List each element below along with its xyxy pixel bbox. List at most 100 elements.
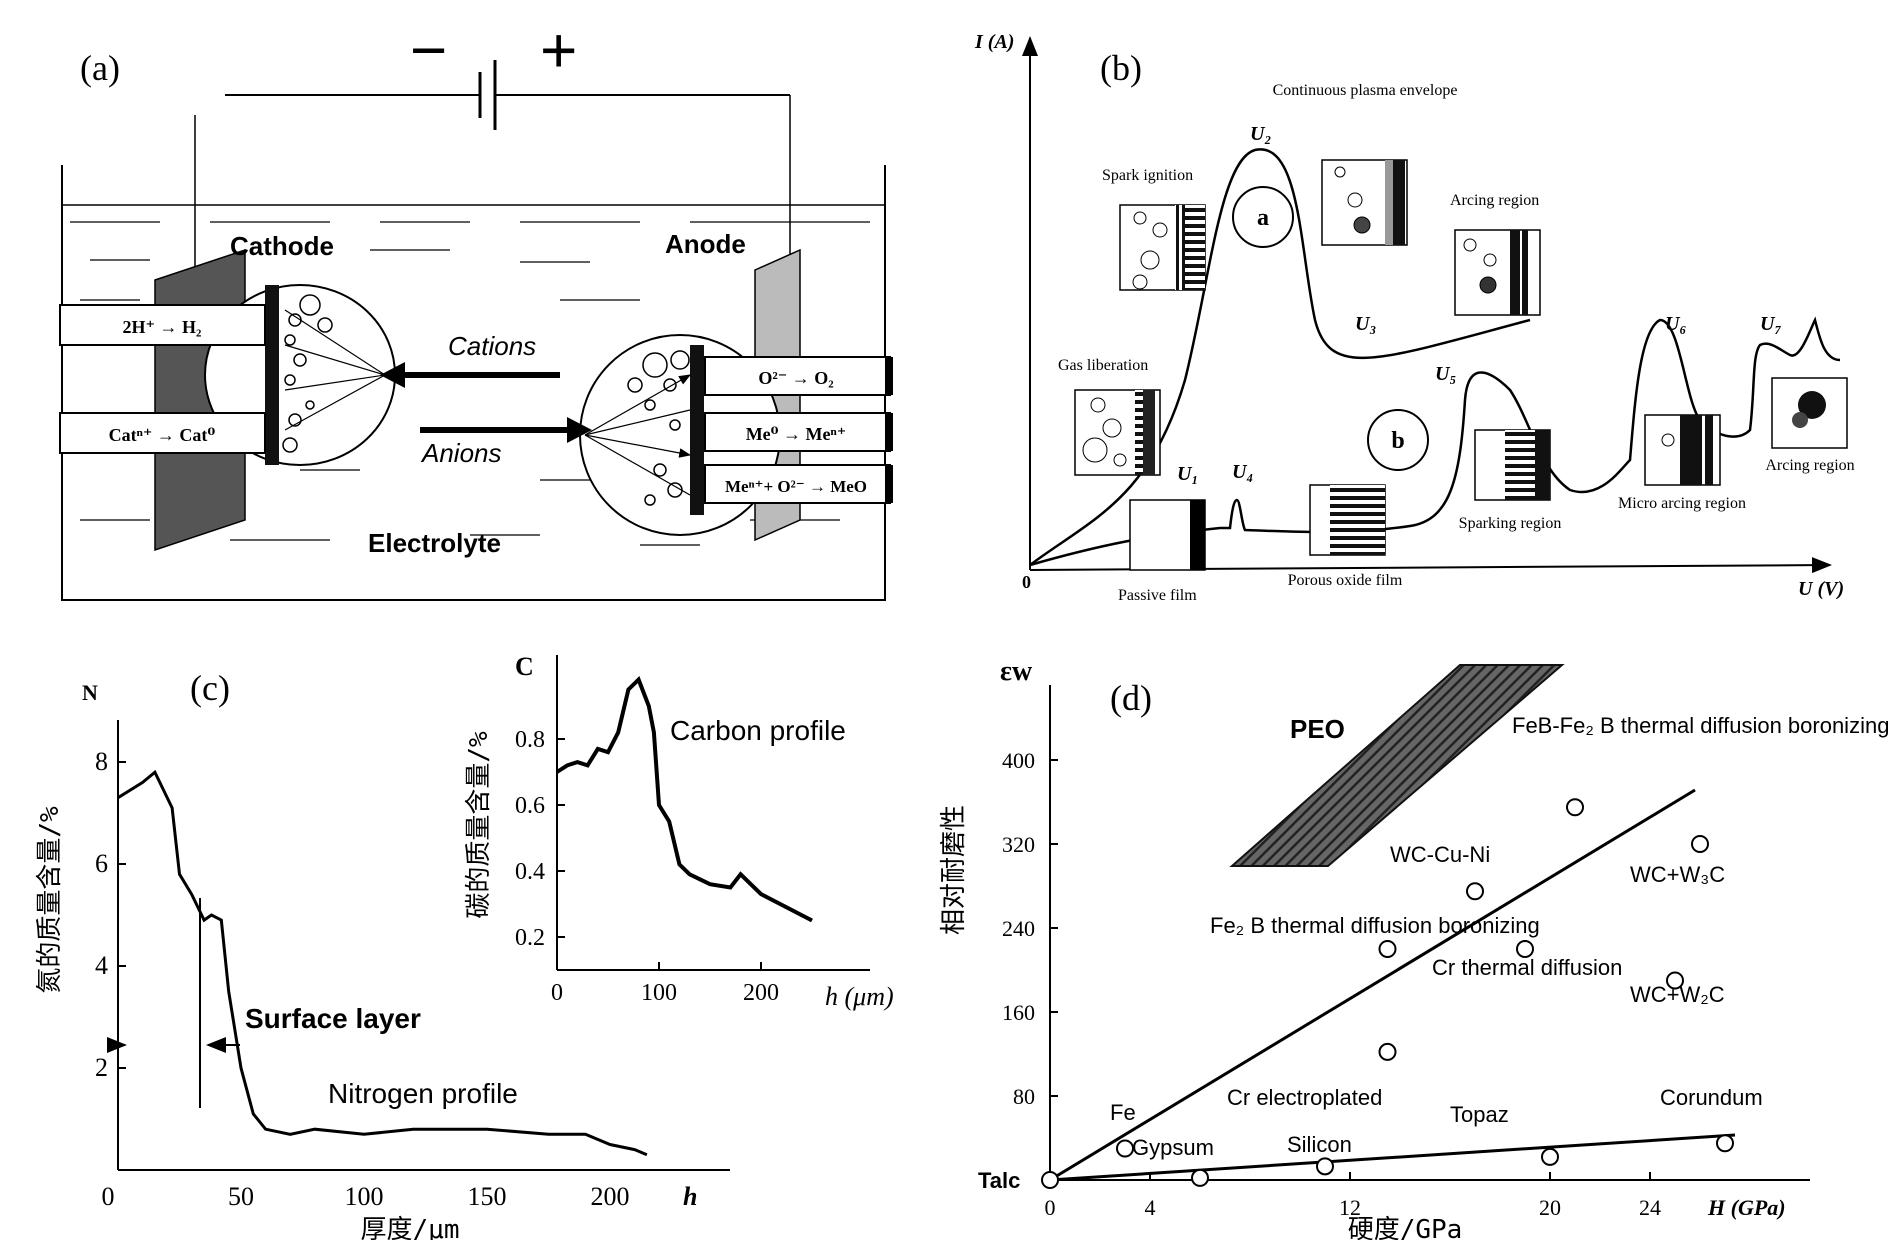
stage-arcing-region-inset-a [1454,229,1541,316]
anode-reaction-box-1 [704,356,891,396]
voltage-u1: U₁ [1177,463,1198,485]
nitrogen-profile-line [117,769,648,1157]
voltage-labels: U₁ U₂ U₃ U₄ U₅ U₆ U₇ [1177,123,1781,485]
d-ylabel: 相对耐磨性 [939,805,969,935]
anions-label: Anions [420,438,502,468]
label-cr-electroplated: Cr electroplated [1227,1085,1382,1110]
label-silicon: Silicon [1287,1132,1352,1157]
d-data-points [1041,798,1734,1189]
c-x-origin: 0 [102,1182,115,1211]
anode-label: Anode [665,229,746,259]
c-ytick-label: 4 [95,951,108,980]
d-ytick-label: 400 [1002,748,1035,773]
data-point [1516,940,1534,958]
c-inset-ytick-label: 0.6 [515,793,545,819]
c-inset-ylabel: 碳的质量含量/% [464,731,494,919]
stage-spark-ignition: Spark ignition [1102,167,1193,184]
stage-spark-ignition-inset [1119,204,1206,291]
d-xtick-label: 12 [1339,1195,1361,1220]
stage-sparking-region: Sparking region [1459,515,1562,532]
stage-arcing-region-a: Arcing region [1450,192,1539,209]
stage-arcing-region-inset-b [1771,377,1848,449]
label-gypsum: Gypsum [1132,1135,1214,1160]
curve-b-marker [1367,409,1429,471]
c-xtick-label: 200 [591,1182,630,1211]
c-ylabel: 氮的质量含量/% [35,806,65,994]
label-topaz: Topaz [1450,1102,1509,1127]
anode-surface [690,345,704,515]
c-ytick-label: 2 [95,1053,108,1082]
d-ytick-label: 80 [1013,1084,1035,1109]
anode-rays [584,374,692,496]
data-point [1378,940,1397,958]
voltage-u6: U₆ [1665,313,1686,335]
label-fe2b-boronizing: Fe₂ B thermal diffusion boronizing [1210,913,1540,938]
d-ytick-label: 160 [1002,1000,1035,1025]
plus-sign: + [540,14,577,86]
c-xtick-label: 150 [468,1182,507,1211]
label-wc-w3c: WC+W₃C [1630,862,1725,887]
c-carbon-axis-title: C [515,652,534,681]
reaction-oxygen: O²⁻ → O₂ [758,368,833,388]
anion-arrowhead [567,417,592,443]
carbon-profile-line [555,676,813,923]
c-inset-xlabel: h (μm) [825,982,894,1011]
panel-a-label: (a) [80,48,120,88]
voltage-u7: U₇ [1760,313,1781,335]
stage-passive-film-inset [1129,499,1206,571]
reaction-cation: Catⁿ⁺ → Cat⁰ [109,425,216,445]
curve-a-marker-text: a [1257,205,1269,231]
data-point [1316,1157,1334,1176]
data-point [1566,798,1584,817]
stage-sparking-region-inset [1474,429,1551,501]
anode-bubbles [627,350,690,506]
d-xtick-label: 20 [1539,1195,1561,1220]
cathode-reaction-box-1 [59,304,266,346]
minus-sign: − [410,14,447,86]
panel-b-voltage-current-curve: (b) I (A) U (V) 0 a b U₁ U₂ U₃ U₄ U₅ U₆ … [974,31,1855,604]
b-x-axis-label: U (V) [1798,578,1844,600]
d-xlabel: 硬度/GPa [1348,1215,1463,1240]
stage-porous-oxide-film: Porous oxide film [1288,572,1403,589]
cathode-label: Cathode [230,231,334,261]
stage-gas-liberation-inset [1074,389,1161,476]
data-point [1466,882,1484,901]
label-talc: Talc [978,1168,1020,1193]
data-point [1541,1147,1559,1166]
data-point [1191,1168,1209,1187]
trend-line-upper [1049,788,1696,1182]
cathode-reaction-box-2 [59,412,266,454]
d-y-axis-symbol: εw [1000,656,1033,687]
d-xtick-label: 24 [1639,1195,1661,1220]
carbon-profile-label: Carbon profile [670,715,846,746]
reaction-metal-ionization: Me⁰ → Meⁿ⁺ [746,424,847,444]
c-ytick-label: 8 [95,747,108,776]
peo-band [1229,664,1565,867]
stage-arcing-region-b: Arcing region [1765,457,1854,474]
curve-b [1029,316,1841,567]
data-point [1116,1139,1134,1158]
c-nitrogen-axis-title: N [82,680,98,705]
voltage-u2: U₂ [1250,123,1271,145]
d-material-labels: Talc Fe Gypsum Silicon Topaz Corundum Cr… [978,713,1889,1193]
label-feb-fe2b-boronizing: FeB-Fe₂ B thermal diffusion boronizing [1512,713,1889,738]
stage-plasma-envelope-inset [1321,159,1408,246]
data-point [1666,971,1684,990]
c-inset-ytick-label: 0.8 [515,727,545,753]
data-point [1691,835,1709,853]
d-ytick-label: 240 [1002,916,1035,941]
d-xtick-label: 4 [1145,1195,1156,1220]
cathode-surface [265,285,279,465]
c-xlabel: 厚度/μm [361,1215,460,1240]
cathode-bubbles [282,294,333,453]
data-point [1378,1042,1397,1061]
label-wc-w2c: WC+W₂C [1630,982,1725,1007]
cations-label: Cations [448,331,536,361]
panel-a-electrolysis-cell: (a) − + [59,14,893,601]
panel-b-label: (b) [1100,48,1142,88]
panel-d-wear-resistance-vs-hardness: (d) εw H (GPa) 硬度/GPa 相对耐磨性 801602403204… [939,656,1889,1245]
label-fe: Fe [1110,1100,1136,1125]
